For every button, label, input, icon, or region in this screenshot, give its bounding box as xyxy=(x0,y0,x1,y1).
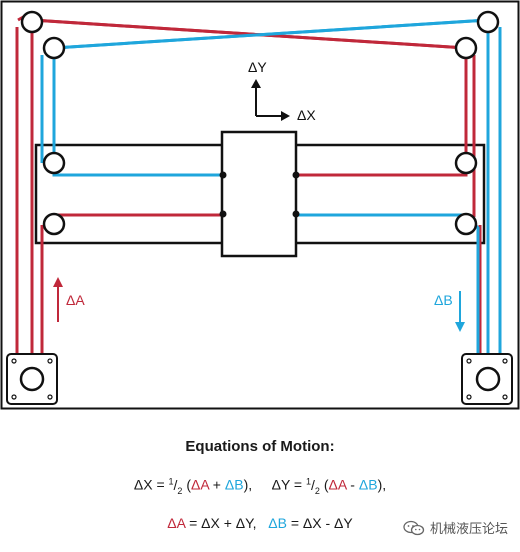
motor-b-direction-arrow xyxy=(455,291,465,332)
half-fraction: 1/2 xyxy=(168,476,183,496)
carriage-clamp xyxy=(219,210,227,218)
axis-indicator xyxy=(251,79,290,121)
delta-a-label: ΔA xyxy=(66,292,85,308)
pulley-top-left-inner xyxy=(42,36,66,60)
delta-b-term: ΔB xyxy=(224,476,244,493)
delta-a-term: ΔA xyxy=(191,476,209,493)
delta-b-label: ΔB xyxy=(434,292,453,308)
pulley-gantry-left-lower xyxy=(42,212,66,236)
dy-prefix: ΔY = xyxy=(271,476,307,493)
pulley-top-right-inner xyxy=(454,36,478,60)
delta-x-label: ΔX xyxy=(297,107,316,123)
equations-title: Equations of Motion: xyxy=(185,438,335,455)
motor-a-direction-arrow xyxy=(53,277,63,322)
carriage-clamp xyxy=(219,171,227,179)
delta-a-term: ΔA xyxy=(167,515,186,531)
delta-y-label: ΔY xyxy=(248,59,267,75)
delta-b-term: ΔB xyxy=(268,515,287,531)
pulley-gantry-right-lower xyxy=(454,212,478,236)
carriage xyxy=(220,130,298,258)
half-fraction: 1/2 xyxy=(306,476,320,496)
pulley-gantry-left-upper xyxy=(42,151,66,175)
equation-line-2: ΔA = ΔX + ΔY, ΔB = ΔX - ΔY xyxy=(167,515,353,531)
delta-a-term: ΔA xyxy=(328,476,347,493)
watermark: 机械液压论坛 xyxy=(403,518,508,537)
motor-b xyxy=(461,353,513,405)
motor-a xyxy=(6,353,58,405)
equation-line-1: ΔX = 1/2 (ΔA + ΔB), ΔY = 1/2 (ΔA - ΔB), xyxy=(133,476,387,496)
dx-prefix: ΔX = xyxy=(133,476,169,493)
pulley-gantry-right-upper xyxy=(454,151,478,175)
pulley-top-right-outer xyxy=(476,10,500,34)
carriage-clamp xyxy=(292,171,300,179)
corexy-diagram: ΔY ΔX ΔA ΔB xyxy=(0,0,520,410)
delta-b-term: ΔB xyxy=(358,476,378,493)
carriage-clamp xyxy=(292,210,300,218)
wechat-icon xyxy=(403,520,425,535)
machine-frame xyxy=(0,0,520,410)
pulley-top-left-outer xyxy=(20,10,44,34)
watermark-text: 机械液压论坛 xyxy=(429,522,508,537)
